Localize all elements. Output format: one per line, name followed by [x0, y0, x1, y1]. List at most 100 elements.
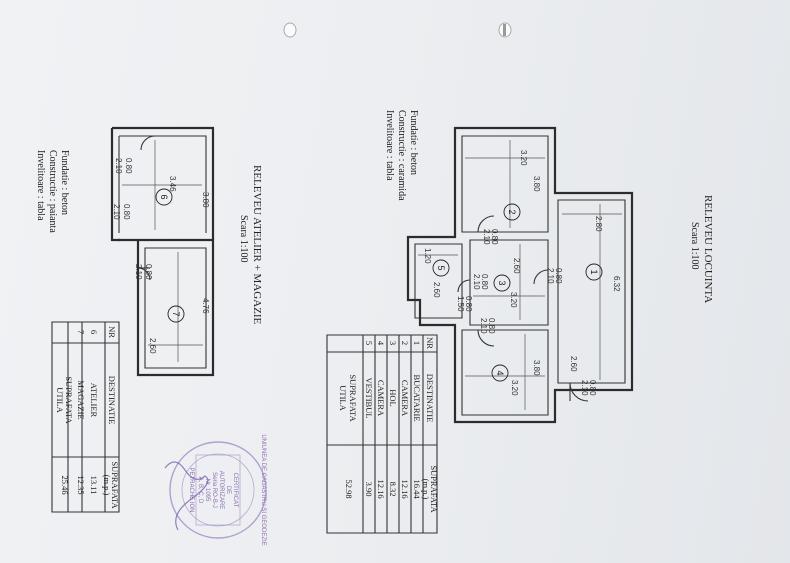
table-cell: 12.16 [400, 479, 410, 498]
dim-label: 4.76 [201, 298, 210, 314]
table-cell: 12.16 [376, 479, 386, 498]
room-6-marker [155, 188, 173, 206]
dim-label: 3.20 [509, 292, 518, 308]
house-outer-walls [406, 126, 634, 424]
right-plan: RELEVEU LOCUINTA Scara 1:100 Fundatie : … [326, 110, 714, 534]
dim-label: 2.10 [114, 158, 123, 174]
room-2-walls [461, 135, 549, 233]
door-arc [140, 135, 156, 151]
room-1-walls [557, 199, 626, 384]
table-total-label: SUPRAFATA [64, 376, 74, 424]
table-cell: 7 [76, 330, 86, 334]
dim-label: 2.60 [148, 338, 157, 354]
table-cell: 16.44 [412, 479, 422, 499]
left-plan: RELEVEU ATELIER + MAGAZIE Scara 1:100 Fu… [35, 126, 263, 513]
stamp-line: DE [225, 486, 231, 494]
right-area-table: NR DESTINATIE SUPRAFATA (m.p.) 1 BUCATAR… [326, 334, 439, 534]
table-cell: 3.90 [364, 482, 374, 497]
dim-label: 0.80 [487, 318, 496, 334]
door-arc [477, 215, 495, 233]
dim-label: 3.46 [168, 176, 177, 192]
table-cell: VESTIBUL [364, 377, 374, 418]
dim-label: 3.80 [201, 192, 210, 208]
table-cell: BUCATARIE [412, 374, 422, 421]
room-7-inner-wall [144, 247, 207, 369]
room-3-marker [493, 274, 511, 292]
dim-label: 2.60 [432, 282, 441, 298]
room-5-marker [432, 259, 450, 277]
room-2-number: 2 [507, 209, 517, 214]
table-cell: 13.11 [89, 476, 99, 495]
staple-mark [503, 24, 506, 36]
stamp-name: PETRACHE ION [188, 467, 194, 512]
table-cell: 6 [89, 330, 99, 334]
room-4-marker [491, 364, 509, 382]
door-arc [533, 269, 549, 285]
table-total-value: 52.98 [344, 479, 354, 498]
right-note-foundation: Fundatie : beton [408, 110, 419, 175]
table-total-value: 25.46 [60, 475, 70, 494]
dim-label: 0.80 [144, 264, 153, 280]
right-table-header-nr: NR [425, 337, 435, 349]
left-area-table: NR DESTINATIE SUPRAFATA (m.p.) 6 ATELIER… [51, 321, 120, 513]
dim-label: 0.80 [490, 229, 499, 245]
dim-label: 0.80 [480, 274, 489, 290]
table-cell: HOL [388, 389, 398, 406]
left-table-header-area: SUPRAFATA [110, 461, 120, 509]
authorization-stamp: CERTIFICAT DE AUTORIZARE Seria RO-B-J Nr… [164, 434, 267, 546]
dim-label: 2.10 [479, 318, 488, 334]
room-7-walls [118, 238, 215, 377]
right-table-header-area: SUPRAFATA [429, 465, 439, 513]
dim-label: 2.10 [580, 380, 589, 396]
dim-label: 2.80 [594, 216, 603, 232]
room-7-number: 7 [171, 311, 181, 316]
table-cell: CAMERA [400, 380, 410, 417]
room-4-walls [461, 329, 549, 416]
dim-label: 2.60 [569, 356, 578, 372]
room-6-inner-wall [118, 135, 207, 233]
dim-label: 2.10 [112, 204, 121, 220]
table-total-label: UTILA [55, 387, 65, 413]
right-plan-scale: Scara 1:100 [689, 222, 700, 270]
room-5-walls [414, 243, 463, 319]
table-cell: 3 [388, 341, 398, 345]
stamp-line: Nr. 1095 [204, 479, 210, 502]
left-table-header-dest: DESTINATIE [107, 376, 117, 425]
left-plan-title: RELEVEU ATELIER + MAGAZIE [251, 165, 263, 325]
dim-label: 1.20 [423, 248, 432, 264]
room-4-number: 4 [495, 370, 505, 375]
dim-label: 1.50 [456, 296, 465, 312]
room-1-marker [585, 263, 603, 281]
punch-hole-icon [283, 22, 297, 38]
table-total-label: UTILA [338, 385, 348, 411]
table-cell: 2 [400, 341, 410, 345]
dim-label: 0.80 [554, 268, 563, 284]
right-note-roof: Invelitoare : tabla [384, 110, 395, 181]
table-cell: 1 [412, 341, 422, 345]
left-plan-scale: Scara 1:100 [238, 215, 249, 263]
door-arc [477, 329, 495, 347]
dim-label: 3.20 [510, 380, 519, 396]
dim-label: 0.80 [588, 380, 597, 396]
right-table-header-dest: DESTINATIE [425, 374, 435, 423]
dim-label: 0.80 [464, 296, 473, 312]
dim-label: 2.60 [512, 258, 521, 274]
room-1-number: 1 [589, 269, 599, 274]
signature-mark [164, 461, 209, 531]
left-table-header-unit: (m.p.) [102, 475, 112, 496]
room-5-number: 5 [436, 265, 446, 270]
room-3-walls [469, 239, 549, 326]
table-cell: 5 [364, 341, 374, 345]
right-plan-title: RELEVEU LOCUINTA [702, 195, 714, 303]
dim-label: 3.20 [519, 150, 528, 166]
dim-label: 2.10 [134, 264, 143, 280]
table-cell: MAGAZIE [76, 380, 86, 419]
room-6-number: 6 [159, 194, 169, 199]
table-cell: CAMERA [376, 380, 386, 417]
table-cell: 8.32 [388, 482, 398, 497]
table-cell: ATELIER [89, 383, 99, 418]
dim-label: 2.10 [546, 268, 555, 284]
right-note-construction: Constructie : caramida [396, 110, 407, 201]
